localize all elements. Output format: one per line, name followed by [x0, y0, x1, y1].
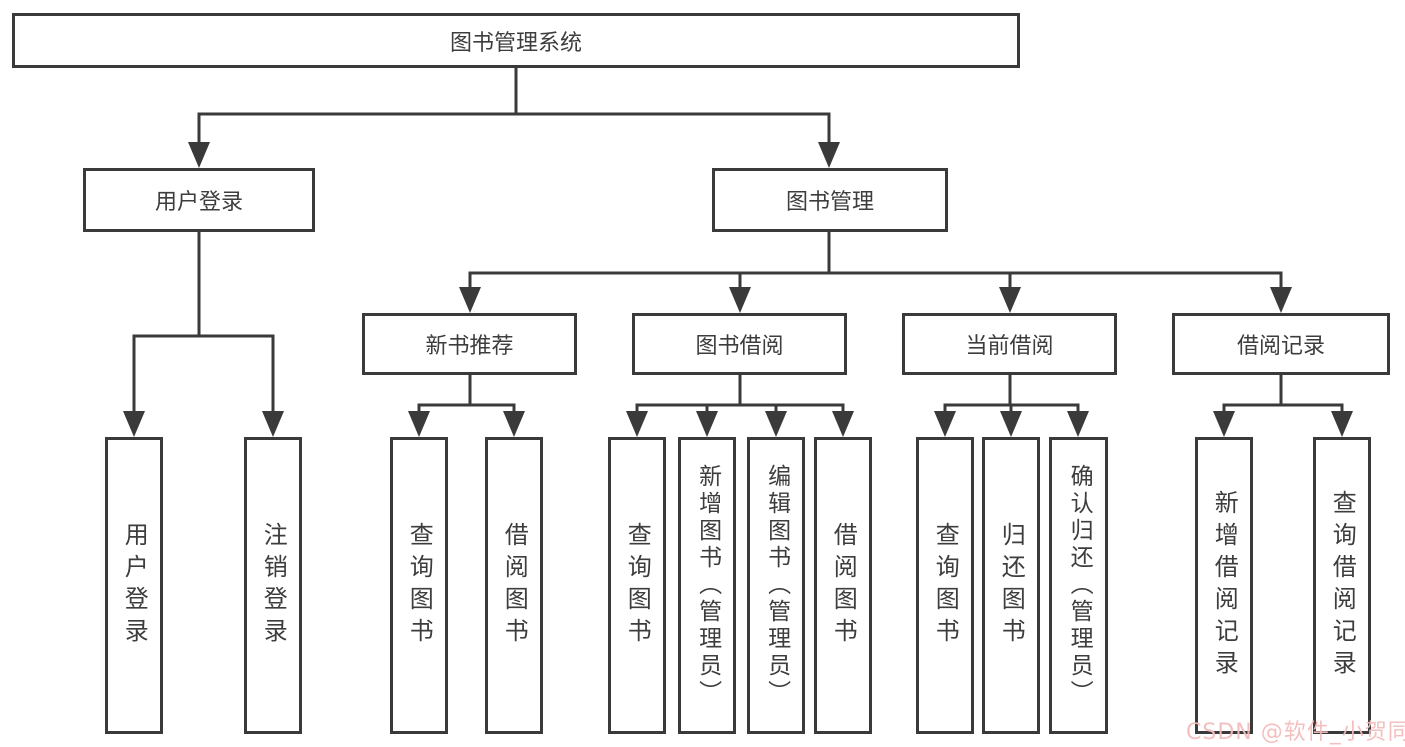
- leaf-current-query-book-label: 查询图书: [931, 521, 960, 650]
- leaf-current-confirm-return-label: 确认归还（管理员）: [1066, 464, 1093, 707]
- leaf-record-add-label: 新增借阅记录: [1210, 489, 1239, 682]
- arrow-icon: [1067, 411, 1089, 437]
- leaf-logout-login-label: 注销登录: [259, 521, 288, 650]
- arrow-icon: [696, 411, 718, 437]
- arrow-icon: [1270, 287, 1292, 313]
- arrow-icon: [729, 287, 751, 313]
- edge-borrow-rail: [635, 403, 845, 415]
- edge-level3-rail: [468, 271, 1283, 291]
- edge-userlogin-rail: [132, 334, 275, 415]
- leaf-current-return-book-label: 归还图书: [997, 521, 1026, 650]
- leaf-recommend-borrow-book: 借阅图书: [485, 437, 543, 734]
- arrow-icon: [1213, 411, 1235, 437]
- node-borrow-record: 借阅记录: [1172, 313, 1390, 375]
- arrow-icon: [188, 142, 210, 168]
- node-book-borrow: 图书借阅: [632, 313, 847, 375]
- leaf-borrow-borrow-book: 借阅图书: [814, 437, 872, 734]
- leaf-current-return-book: 归还图书: [982, 437, 1040, 734]
- leaf-current-confirm-return: 确认归还（管理员）: [1049, 437, 1108, 734]
- arrow-icon: [934, 411, 956, 437]
- leaf-logout-login: 注销登录: [244, 437, 302, 734]
- leaf-borrow-edit-book: 编辑图书（管理员）: [747, 437, 805, 734]
- arrow-icon: [123, 411, 145, 437]
- node-new-book-recommend: 新书推荐: [362, 313, 577, 375]
- leaf-borrow-query-book: 查询图书: [608, 437, 666, 734]
- edge-level2-rail: [197, 112, 831, 146]
- node-book-management-label: 图书管理: [785, 190, 874, 215]
- edge-record-rail: [1222, 403, 1344, 415]
- node-root-label: 图书管理系统: [449, 30, 582, 56]
- leaf-current-query-book: 查询图书: [916, 437, 974, 734]
- leaf-recommend-query-book: 查询图书: [390, 437, 448, 734]
- csdn-watermark: CSDN @软件_小贺同学: [1186, 720, 1405, 745]
- node-book-borrow-label: 图书借阅: [695, 334, 784, 359]
- node-root: 图书管理系统: [12, 13, 1020, 68]
- node-user-login: 用户登录: [83, 168, 315, 232]
- leaf-borrow-add-book: 新增图书（管理员）: [678, 437, 736, 734]
- leaf-record-add: 新增借阅记录: [1195, 437, 1253, 734]
- node-borrow-record-label: 借阅记录: [1236, 334, 1325, 359]
- arrow-icon: [765, 411, 787, 437]
- edge-current-rail: [943, 403, 1080, 415]
- arrow-icon: [1331, 411, 1353, 437]
- leaf-borrow-borrow-book-label: 借阅图书: [829, 521, 858, 650]
- arrow-icon: [1000, 411, 1022, 437]
- node-user-login-label: 用户登录: [154, 190, 243, 215]
- edge-newbook-rail: [417, 403, 516, 415]
- arrow-icon: [262, 411, 284, 437]
- arrow-icon: [503, 411, 525, 437]
- node-current-borrow-label: 当前借阅: [965, 334, 1054, 359]
- node-new-book-recommend-label: 新书推荐: [425, 334, 514, 359]
- arrow-icon: [999, 287, 1021, 313]
- arrow-icon: [832, 411, 854, 437]
- leaf-borrow-query-book-label: 查询图书: [623, 521, 652, 650]
- leaf-recommend-borrow-book-label: 借阅图书: [500, 521, 529, 650]
- leaf-user-login: 用户登录: [105, 437, 163, 734]
- leaf-recommend-query-book-label: 查询图书: [405, 521, 434, 650]
- leaf-record-query: 查询借阅记录: [1313, 437, 1371, 734]
- leaf-user-login-label: 用户登录: [120, 521, 149, 650]
- arrow-icon: [459, 287, 481, 313]
- arrow-icon: [818, 142, 840, 168]
- node-book-management: 图书管理: [712, 168, 948, 232]
- arrow-icon: [626, 411, 648, 437]
- leaf-borrow-edit-book-label: 编辑图书（管理员）: [763, 464, 790, 707]
- node-current-borrow: 当前借阅: [902, 313, 1117, 375]
- arrow-icon: [408, 411, 430, 437]
- leaf-borrow-add-book-label: 新增图书（管理员）: [694, 464, 721, 707]
- leaf-record-query-label: 查询借阅记录: [1328, 489, 1357, 682]
